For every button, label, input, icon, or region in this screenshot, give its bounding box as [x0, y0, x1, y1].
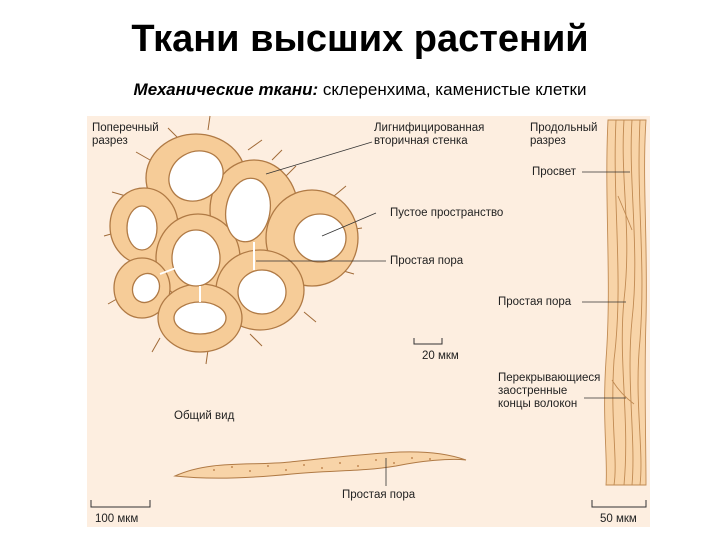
- label-cross-section: Поперечный разрез: [92, 122, 159, 147]
- scale-bar-50: [591, 500, 647, 508]
- label-scale-100: 100 мкм: [95, 513, 139, 525]
- label-empty-space: Пустое пространство: [390, 207, 504, 219]
- label-simple-pore-right: Простая пора: [498, 296, 572, 308]
- scale-bars: [90, 338, 647, 508]
- label-lignified-wall: Лигнифицированная вторичная стенка: [374, 122, 485, 147]
- scale-bar-100: [90, 500, 151, 508]
- label-longitudinal-section: Продольный разрез: [530, 122, 598, 147]
- fiber-pores: [213, 457, 431, 472]
- subtitle-emphasis: Механические ткани:: [133, 80, 319, 99]
- label-scale-20: 20 мкм: [422, 350, 459, 362]
- scale-bar-20: [413, 338, 443, 345]
- label-scale-50: 50 мкм: [600, 513, 637, 525]
- page-title: Ткани высших растений: [131, 18, 589, 60]
- label-simple-pore-center: Простая пора: [390, 255, 464, 267]
- label-general-view: Общий вид: [174, 410, 235, 422]
- leader-lignified-wall: [265, 141, 373, 175]
- label-overlapping-ends: Перекрывающиеся заостренные концы волоко…: [498, 372, 601, 410]
- longitudinal-fibers: [604, 119, 647, 486]
- cross-section-tissue: [103, 115, 363, 365]
- leader-empty-space: [321, 212, 377, 237]
- pore-channels: [159, 242, 255, 302]
- label-simple-pore-bottom: Простая пора: [342, 489, 416, 501]
- page-subtitle: Механические ткани: склеренхима, каменис…: [0, 80, 720, 100]
- fiber-general-view: [173, 451, 467, 479]
- cell-lumens: [126, 150, 347, 335]
- label-lumen: Просвет: [532, 166, 577, 178]
- subtitle-rest: склеренхима, каменистые клетки: [318, 80, 587, 99]
- leader-lines: [256, 141, 630, 486]
